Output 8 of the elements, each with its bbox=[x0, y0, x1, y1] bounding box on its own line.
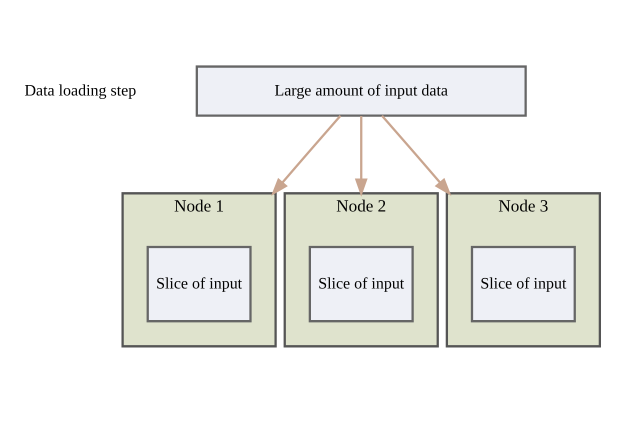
node-box: Slice of input bbox=[308, 245, 414, 322]
arrow bbox=[271, 114, 342, 196]
arrow bbox=[354, 116, 368, 196]
node-box: Large amount of input data bbox=[196, 64, 527, 116]
node-box: Slice of input bbox=[470, 245, 576, 322]
label: Data loading step bbox=[24, 82, 136, 99]
arrow bbox=[381, 114, 452, 196]
node-box: Slice of input bbox=[146, 245, 252, 322]
